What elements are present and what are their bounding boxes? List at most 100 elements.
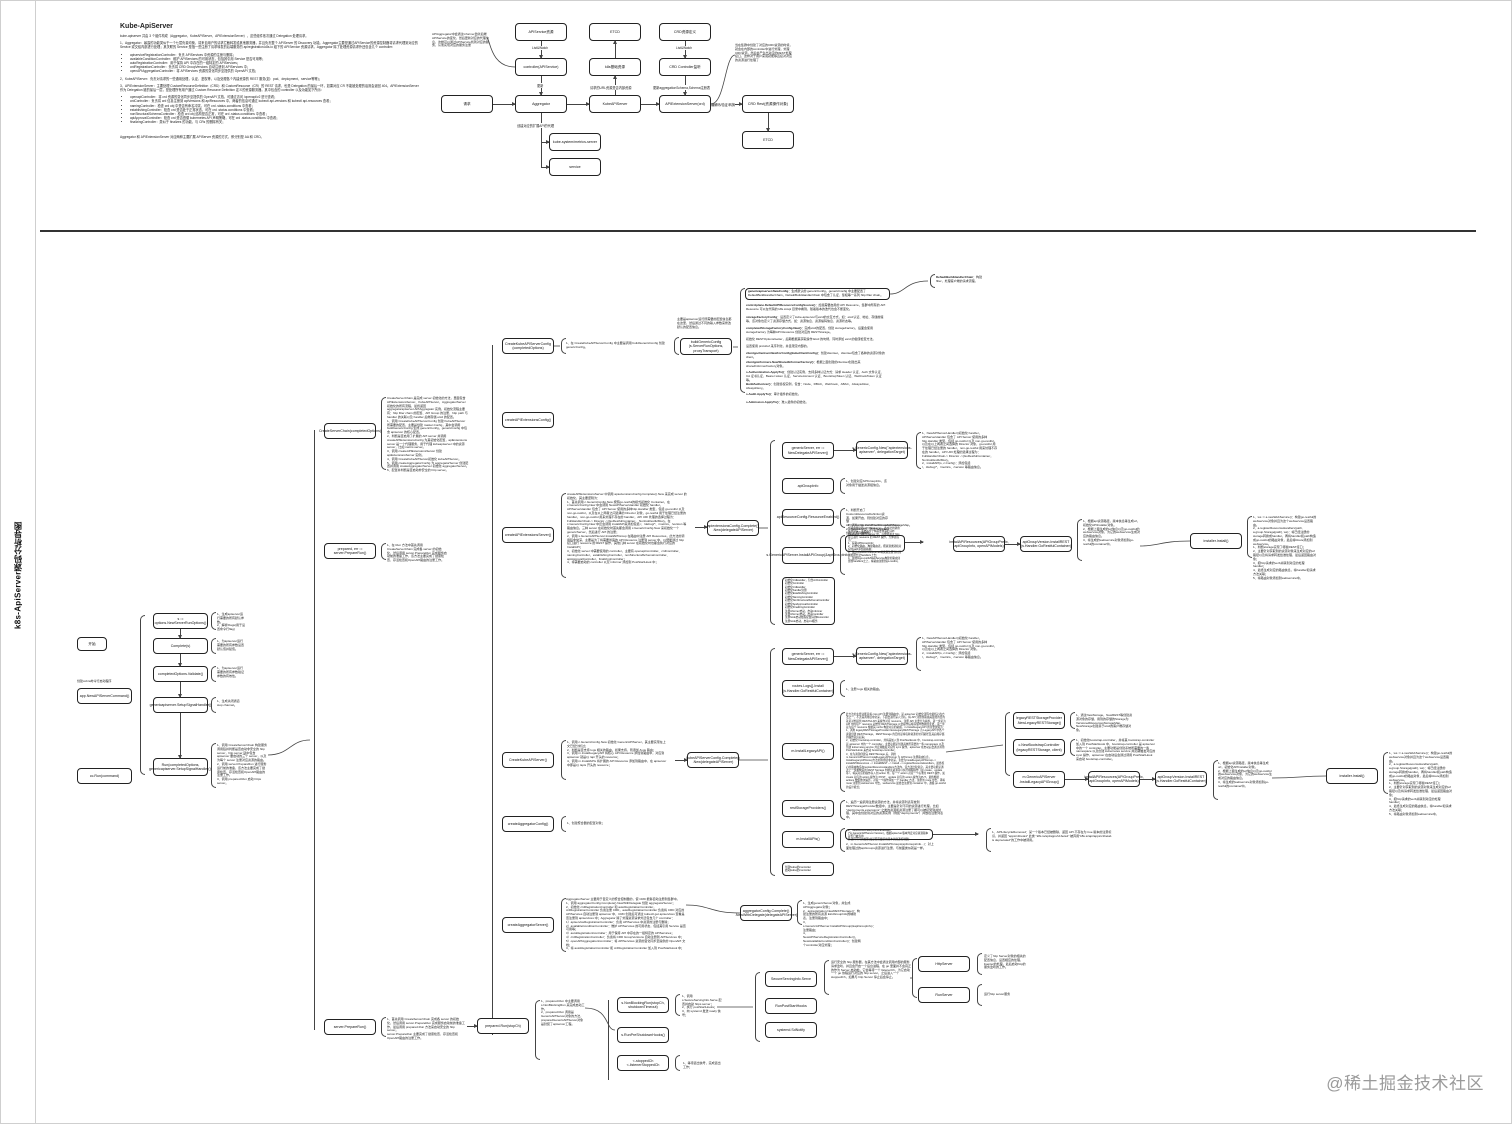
step-generic-new-config: genericapiserver.NewConfig：生成默认的 generic… — [745, 288, 890, 300]
brace-note — [840, 508, 845, 528]
step-text: 初始化 RESTOptionsGetter，后期根据其获取操作 Etcd 的句柄… — [746, 337, 876, 341]
node-create-server-chain: CreateServerChain(completedOptions) — [319, 423, 381, 439]
controller-line: 初始化EstablishingController — [785, 592, 819, 596]
node-install-apis: m.InstallAPIs() — [782, 831, 834, 848]
brace-note — [1383, 752, 1388, 794]
step-3: storageFactoryConfig：设置定义了kube-apiserver… — [746, 315, 886, 324]
edge-to-service — [541, 165, 550, 169]
controller-line: 创建kube的controller — [785, 864, 811, 869]
controller-line: 初始化crdHandler，包含crdController — [785, 578, 829, 582]
note-run-chain-3: 1、生成关闭通道stop channel。 — [217, 699, 240, 707]
node-ext-controllers-list: 初始化crdHandler，包含crdController 初始化Control… — [782, 577, 835, 625]
brace-note — [675, 994, 680, 1016]
controller-line: 初始化crdHandler — [785, 585, 806, 589]
step-6: 设置使用 protobuf 来序列化，并且限定内部的。 — [746, 344, 886, 349]
node-apiservice-resource: APIService资源 — [515, 23, 567, 41]
brace-note — [1213, 760, 1218, 800]
step-bold: DefaultBuildHandlerChain — [936, 275, 974, 279]
brace-generic-config-steps — [740, 288, 745, 393]
brace-note — [916, 637, 921, 671]
node-ext-install-api-group: s.GenericAPIServer.InstallAPIGroup(&apiG… — [766, 547, 850, 564]
step-8: clientgoinformers.NewSharedInformerFacto… — [746, 360, 886, 369]
node-install-rest: apiGroupVersion.InstallREST (s.Handler.G… — [1020, 536, 1072, 552]
node-install-api-resources: installAPIResources(APIGroupPrefix, apiG… — [949, 536, 1009, 552]
note-prepared-run-stopch: 1、prepared.Run 中主要调用 s.NonBlockingRun 来完… — [541, 999, 585, 1026]
note-install-rest: 1、根据api资源路径，版本信息等生成url，初始化APIInstaller对象… — [1083, 519, 1141, 546]
edge-kube-new — [834, 654, 857, 658]
trunk-run — [608, 1000, 609, 1080]
note-run-server: 运行http server服务 — [984, 992, 1011, 996]
brace-note — [840, 478, 845, 494]
node-apiextension-server: APIExtensionServer(crd) — [659, 95, 711, 113]
doc-p3-item: namingController：检查 crd obj 中是否有命名冲突，可在 … — [130, 104, 420, 108]
step-bold: s.Audit.ApplyTo() — [746, 392, 771, 396]
note-create-aggregator-config: 1、创建聚合器的配置对象； — [567, 821, 605, 825]
node-crd-rest: CRD Rest(资源操作对象) — [742, 95, 794, 113]
node-setup-signal-handler: genericapiserver.SetupSignalHandler() — [150, 697, 211, 713]
node-run-command: cc.Run(command) — [77, 768, 132, 784]
edge-label-create-proxy: 创建对应的扩展API的代理 — [517, 123, 555, 128]
step-bold: clientgoinformers.NewSharedInformerFacto… — [746, 360, 814, 364]
brace-legacy-children — [1005, 712, 1010, 776]
note-stopped-ch: 1、等待退出信号，完成退出工作； — [683, 1061, 721, 1069]
edge-to-deprecation — [933, 832, 979, 836]
node-etcd-top: ETCD — [589, 23, 641, 41]
doc-p3-item: establishingController：检查 crd 是否处于正常状态，可… — [130, 108, 420, 112]
edge-label-register: 更新 — [537, 83, 544, 88]
node-non-blocking-run: s.NonBlockingRun(stopCh, shutdownTimeout… — [617, 997, 669, 1013]
step-text: ：构建filter，处理客户端的请求流程。 — [936, 275, 983, 283]
step-text: 设置使用 protobuf 来序列化，并且限定内部的。 — [746, 344, 810, 348]
step-12: s.Admission.ApplyTo()：准入插件的初始化。 — [746, 400, 886, 405]
edge-to-metrics — [541, 140, 550, 144]
doc-p1-item: crdRegistrationController：负责将 CRD GroupV… — [130, 65, 420, 69]
brace-note — [1070, 712, 1075, 729]
brace-note — [561, 493, 566, 578]
node-install-legacy-api: m.InstallLegacyAPI() — [782, 743, 834, 760]
note-run-chain-4: 1、调用 CreateServerChain 构建服务调用链并判断是否启动非安全… — [217, 743, 268, 785]
edge-to-kube-new — [675, 758, 688, 762]
controller-line: 初始化handler注册 — [785, 589, 807, 593]
note-non-blocking-run: 1、调用 s.SecureServingInfo.Serve 配置并启动 htt… — [682, 994, 722, 1017]
brace-serving-children — [755, 972, 760, 1042]
edge-chain-3 — [178, 682, 182, 698]
edge-aggregator-to-kubeapi — [567, 102, 590, 106]
doc-p3-item: openapiController：将 crd 资源的变化同步至提供的 Open… — [130, 95, 420, 99]
brace-note — [977, 984, 982, 1006]
controller-line: 初始化FinalizingController — [785, 606, 815, 610]
node-crd-controller: CRD Controller监听 — [659, 58, 711, 76]
brace-note — [824, 960, 829, 995]
brace-note — [211, 612, 216, 630]
doc-p3: 3、APIExtensionServer：主要处理 CustomResource… — [120, 83, 419, 93]
node-create-aggregator-server: createAggregatorServer() — [502, 917, 554, 933]
brace-note — [840, 535, 845, 575]
node-kubeapiserver: KubeAPIServer — [589, 95, 641, 113]
node-ext-api-group-info: apiGroupInfo — [782, 478, 834, 494]
node-k8s-builtin-resources: k8s基础资源 — [589, 58, 641, 76]
brace-note — [561, 816, 566, 832]
edge-to-install-rest — [1005, 542, 1021, 546]
node-apiextensions-complete-new: apiextensionsConfig.Complete() .New(dele… — [707, 520, 759, 536]
edge-label-listwatch-1: List&Watch — [532, 46, 549, 50]
doc-p1-item: openAPIAggregationController：将 APIServic… — [130, 69, 420, 73]
step-bold: controlplane.DefaultAPIResourceConfigSou… — [746, 303, 816, 307]
controller-line: 初始化ApiApprovalController — [785, 602, 819, 606]
step-4: completedStorageFactoryConfig.New()：完成et… — [746, 326, 886, 335]
note-ext-resource-enabled: 1、判断开启了CustomResourceDefinition资源，如果开启，则… — [846, 508, 913, 535]
node-server-prepare-run: server.PrepareRun() — [324, 1019, 376, 1035]
note-run-chain-2: 1、为apiserver运行需要的所有参数验证参数的有效性。 — [217, 666, 245, 678]
node-legacy-installer-install: installer.Install() — [1326, 768, 1378, 784]
node-run-server: RunServer — [918, 987, 970, 1003]
brace-kube-children — [770, 648, 775, 876]
doc-p3-item: apiApprovalController：检查 crd 是否遵循 kubern… — [130, 116, 420, 120]
node-create-kube-apiserver: CreateKubeAPIServer() — [502, 752, 554, 768]
step-5: 初始化 RESTOptionsGetter，后期根据其获取操作 Etcd 的句柄… — [746, 337, 886, 342]
edge-aggregator-trunk — [541, 113, 542, 167]
step-10: BuildAuthorizer()：创建鉴权实例，包含：Node、RBAC、We… — [746, 382, 886, 391]
brace-note — [674, 337, 679, 355]
controller-line: 注册hook启动线程配置好的Reconciler — [785, 616, 829, 620]
node-installer-install: installer.Install() — [1190, 533, 1242, 549]
section-divider — [40, 230, 1476, 232]
node-stopped-ch: <-stoppedCh <-listenerStoppedCh — [617, 1055, 669, 1071]
note-ext-new-delegate: 1、NewAPIServerHandler()初始化 handler，APISe… — [922, 431, 998, 470]
brace-note — [840, 800, 845, 820]
